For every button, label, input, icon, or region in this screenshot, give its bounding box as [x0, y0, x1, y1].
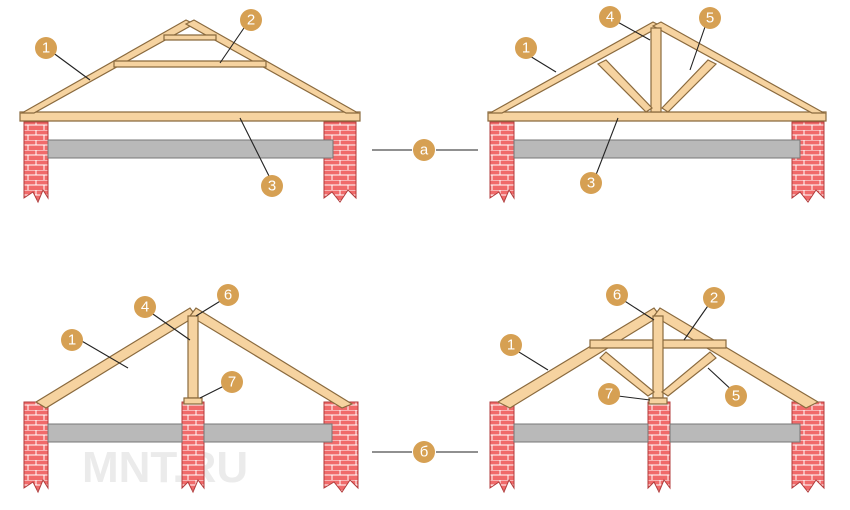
strut-right	[660, 351, 717, 397]
callout-4: 4	[599, 6, 621, 28]
upper-collar	[163, 34, 217, 41]
brick-wall-right	[791, 401, 825, 493]
callout-1: 1	[61, 329, 83, 351]
brick-wall-left	[489, 401, 515, 494]
rafter-right	[184, 19, 361, 114]
callout-7: 7	[221, 371, 243, 393]
brick-wall-right	[323, 121, 357, 203]
row-marker-b: б	[413, 441, 435, 463]
truss-top-right	[487, 19, 827, 204]
rafter-left	[34, 307, 197, 409]
svg-text:2: 2	[247, 12, 255, 29]
floor-slab-right	[669, 423, 801, 443]
callout-1: 1	[35, 37, 57, 59]
strut-right	[661, 59, 718, 113]
svg-text:a: a	[420, 142, 429, 159]
brick-wall-left	[489, 121, 515, 204]
callout-5: 5	[725, 385, 747, 407]
tie-beam	[487, 111, 827, 122]
rafter-right	[651, 21, 827, 114]
callout-1: 1	[500, 334, 522, 356]
truss-top-left	[19, 19, 361, 204]
floor-slab	[513, 139, 801, 159]
svg-text:1: 1	[507, 337, 515, 354]
svg-text:5: 5	[732, 388, 740, 405]
sill-plate	[648, 397, 668, 405]
row-marker-a: a	[413, 139, 435, 161]
collar-beam	[113, 60, 267, 68]
king-post	[652, 315, 664, 399]
svg-text:4: 4	[141, 299, 149, 316]
callout-2: 2	[703, 287, 725, 309]
brick-wall-center	[647, 401, 671, 494]
truss-bottom-right	[489, 297, 825, 494]
svg-text:4: 4	[606, 9, 614, 26]
callout-5: 5	[699, 7, 721, 29]
rafter-right	[189, 307, 354, 409]
sill-plate	[183, 397, 203, 405]
svg-text:5: 5	[706, 10, 714, 27]
floor-slab-left	[513, 423, 649, 443]
strut-left	[596, 59, 653, 113]
truss-bottom-left	[23, 299, 359, 494]
svg-text:3: 3	[587, 175, 595, 192]
callout-7: 7	[598, 383, 620, 405]
brick-wall-left	[23, 401, 49, 494]
rafter-left	[496, 307, 661, 409]
svg-text:3: 3	[268, 178, 276, 195]
callouts: 1 2 3 1 4 5 3 a 1 4 6 7 б 6 2 1 7 5	[35, 6, 747, 463]
svg-text:1: 1	[522, 40, 530, 57]
svg-text:6: 6	[613, 287, 621, 304]
callout-6: 6	[606, 284, 628, 306]
post	[187, 315, 199, 399]
watermark: MNT.RU	[82, 443, 248, 492]
svg-text:б: б	[420, 444, 429, 461]
brick-wall-center	[181, 401, 205, 494]
callout-1: 1	[515, 37, 537, 59]
svg-text:1: 1	[42, 40, 50, 57]
svg-text:2: 2	[710, 290, 718, 307]
svg-text:7: 7	[228, 374, 236, 391]
tie-beam	[19, 111, 361, 122]
svg-text:7: 7	[605, 386, 613, 403]
callout-4: 4	[134, 296, 156, 318]
king-post	[650, 27, 662, 113]
callout-3: 3	[580, 172, 602, 194]
floor-slab	[47, 139, 334, 159]
floor-slab-right	[203, 423, 333, 443]
callout-3: 3	[261, 175, 283, 197]
brick-wall-left	[23, 121, 49, 204]
brick-wall-right	[323, 401, 359, 493]
brick-wall-right	[791, 121, 825, 203]
callout-2: 2	[240, 9, 262, 31]
callout-6: 6	[217, 284, 239, 306]
svg-text:1: 1	[68, 332, 76, 349]
strut-left	[599, 351, 656, 397]
floor-slab-left	[47, 423, 183, 443]
svg-text:6: 6	[224, 287, 232, 304]
